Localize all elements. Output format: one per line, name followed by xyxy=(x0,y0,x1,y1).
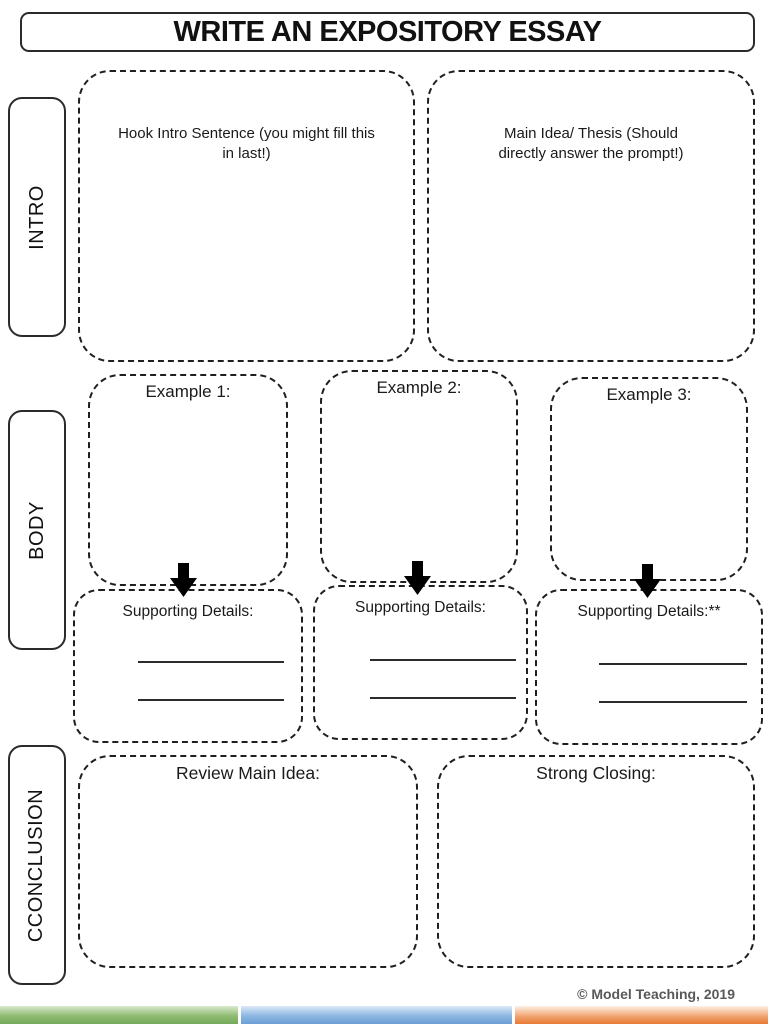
title-box: WRITE AN EXPOSITORY ESSAY xyxy=(20,12,755,52)
write-line xyxy=(138,699,284,701)
footer-bar-green xyxy=(0,1006,238,1024)
intro-label-text: INTRO xyxy=(25,184,48,250)
supporting-details-3-box: Supporting Details:** xyxy=(535,589,763,745)
supporting-details-1-box: Supporting Details: xyxy=(73,589,303,743)
main-idea-thesis-box: Main Idea/ Thesis (Should directly answe… xyxy=(427,70,755,362)
down-arrow-icon xyxy=(170,563,197,597)
example-1-label: Example 1: xyxy=(145,382,231,401)
review-main-idea-label: Review Main Idea: xyxy=(176,763,320,783)
strong-closing-label: Strong Closing: xyxy=(536,763,656,783)
conclusion-label-text: CCONCLUSION xyxy=(25,788,48,942)
example-3-label: Example 3: xyxy=(606,385,692,404)
copyright-text: © Model Teaching, 2019 xyxy=(577,986,735,1002)
review-main-idea-box: Review Main Idea: xyxy=(78,755,418,968)
supporting-details-1-label: Supporting Details: xyxy=(122,603,254,620)
example-2-box: Example 2: xyxy=(320,370,518,583)
write-line xyxy=(370,659,516,661)
section-label-intro: INTRO xyxy=(8,97,66,337)
supporting-details-2-label: Supporting Details: xyxy=(355,599,486,616)
write-line xyxy=(370,697,516,699)
example-3-box: Example 3: xyxy=(550,377,748,581)
supporting-details-2-box: Supporting Details: xyxy=(313,585,528,740)
down-arrow-icon xyxy=(634,564,661,598)
page-title: WRITE AN EXPOSITORY ESSAY xyxy=(173,15,602,48)
write-line xyxy=(138,661,284,663)
example-2-label: Example 2: xyxy=(376,378,462,397)
hook-intro-box: Hook Intro Sentence (you might fill this… xyxy=(78,70,415,362)
section-label-conclusion: CCONCLUSION xyxy=(8,745,66,985)
example-1-box: Example 1: xyxy=(88,374,288,586)
main-idea-thesis-label: Main Idea/ Thesis (Should directly answe… xyxy=(498,125,684,163)
footer-bar-orange xyxy=(515,1006,768,1024)
write-line xyxy=(599,663,747,665)
write-line xyxy=(599,701,747,703)
body-label-text: BODY xyxy=(25,500,48,560)
section-label-body: BODY xyxy=(8,410,66,650)
footer-bar-blue xyxy=(241,1006,512,1024)
supporting-details-3-label: Supporting Details:** xyxy=(577,603,721,620)
hook-intro-label: Hook Intro Sentence (you might fill this… xyxy=(118,125,375,163)
down-arrow-icon xyxy=(404,561,431,595)
strong-closing-box: Strong Closing: xyxy=(437,755,755,968)
